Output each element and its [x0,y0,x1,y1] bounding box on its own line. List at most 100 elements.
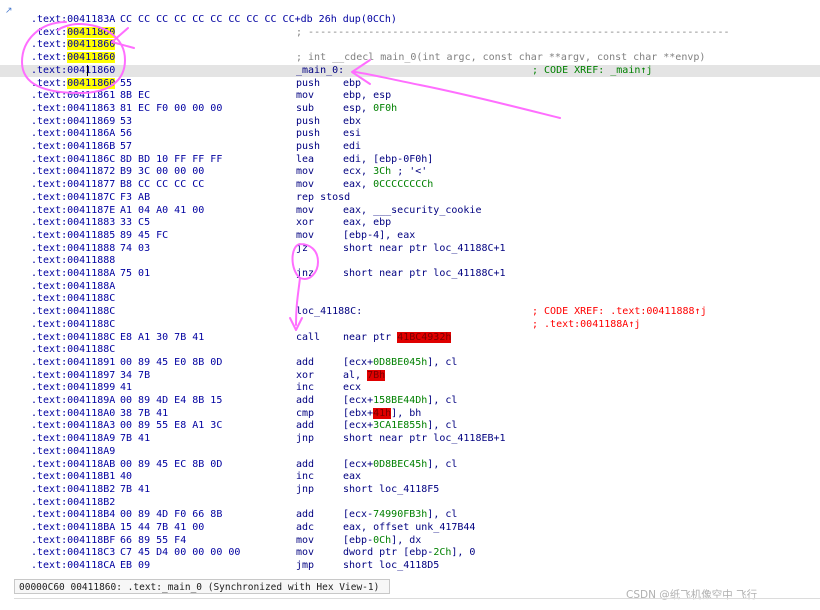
opcode-bytes: E8 A1 30 7B 41 [120,331,205,343]
opcode-bytes: 00 89 4D E4 8B 15 [120,395,223,406]
line-address: .text:004118B2 [31,496,116,508]
opcode-bytes: 55 [120,77,133,89]
instruction-mnemonic: call [296,331,321,343]
line-address: .text:004118B1 [31,471,116,483]
instruction-mnemonic: push [296,115,321,127]
code-line[interactable]: .text:00411860_main_0:; CODE XREF: _main… [0,64,820,78]
instruction-mnemonic: mov [296,166,315,178]
gutter-marker: ↗ [5,6,13,16]
code-line[interactable]: .text:00411860; ------------------------… [0,26,820,40]
line-address: .text:00411872 [31,166,116,178]
line-address: .text:0041188C [31,344,116,356]
operand-number: 0F0h [373,102,398,114]
operand-number: 2Ch [433,547,452,559]
instruction-mnemonic: add [296,395,315,406]
line-address: .text:00411869 [31,115,116,127]
instruction-operands: ecx, 3Ch ; '<' [343,166,428,178]
code-line[interactable]: .text:0041188C; .text:0041188A↑j [0,319,820,332]
status-bar: 00000C60 00411860: .text:_main_0 (Synchr… [0,574,820,610]
opcode-bytes: B8 CC CC CC CC [120,179,205,191]
code-xref: ; CODE XREF: .text:00411888↑j [532,306,707,318]
opcode-bytes: F3 AB [120,191,151,203]
instruction-mnemonic: jnz [296,268,315,279]
line-address: .text:00411860 [31,26,116,38]
instruction-mnemonic: push [296,128,321,140]
line-address: .text:004118A3 [31,420,116,432]
code-line[interactable]: .text:004118A9 [0,446,820,459]
instruction-mnemonic: jmp [296,560,315,572]
line-address: .text:0041188C [31,306,116,318]
code-line[interactable]: .text:00411860 [0,39,820,52]
opcode-bytes: 00 89 4D F0 66 8B [120,509,223,521]
instruction-operands: short loc_4118F5 [343,483,440,495]
code-line[interactable]: .text:00411888 [0,255,820,268]
line-address: .text:00411888 [31,242,116,254]
instruction-operands: ebp, esp [343,90,392,102]
operand-number: 158BE44Dh [373,395,428,406]
code-line[interactable]: .text:004118B2 [0,497,820,510]
operand-invalid-badge: 7Bh [367,369,386,381]
operand-number: 0D8BEC45h [373,458,428,470]
line-address: .text:00411877 [31,179,116,191]
line-address: .text:0041189A [31,395,116,406]
code-label: _main_0: [296,64,345,76]
line-address: .text:00411897 [31,369,116,381]
line-address: .text:004118A0 [31,407,116,419]
instruction-mnemonic: mov [296,204,315,216]
instruction-mnemonic: cmp [296,407,315,419]
line-address: .text:00411885 [31,229,116,241]
code-line[interactable]: .text:00411860; int __cdecl main_0(int a… [0,52,820,65]
instruction-mnemonic: mov [296,547,315,559]
opcode-bytes: 40 [120,471,133,483]
comment: ; int __cdecl main_0(int argc, const cha… [296,52,706,64]
code-line[interactable]: .text:0041188C [0,293,820,306]
operand-number: 3Ch [373,166,392,178]
operand-number: 74990FB3h [373,509,428,521]
line-address: .text:004118BA [31,522,116,533]
code-line[interactable]: .text:0041188C [0,344,820,357]
opcode-bytes: CC CC CC CC CC CC CC CC CC CC+db 26h dup… [120,14,397,25]
line-address: .text:0041186C [31,153,116,165]
operand-invalid-badge: 41h [373,407,392,419]
instruction-mnemonic: lea [296,153,315,165]
opcode-bytes: 7B 41 [120,433,151,445]
code-line[interactable]: .text:0041188A [0,281,820,294]
instruction-operands: [ecx+0D8BEC45h], cl [343,458,458,470]
instruction-operands: [ebp-0Ch], dx [343,534,422,546]
opcode-bytes: 34 7B [120,369,151,381]
